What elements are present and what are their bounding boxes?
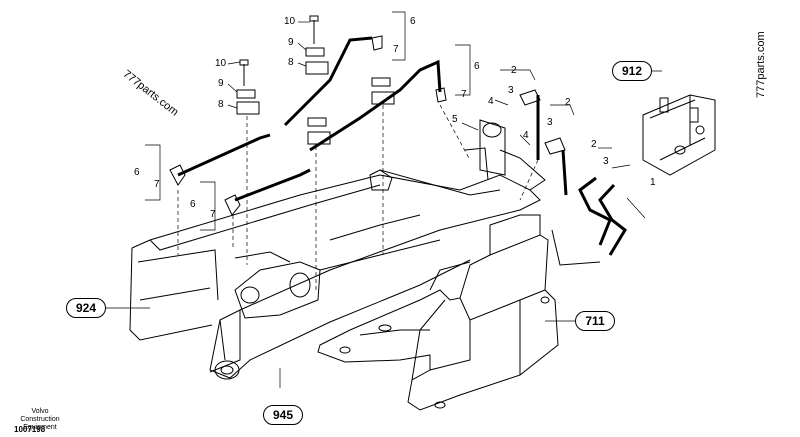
part-label: 7: [210, 209, 216, 220]
clamps-bolts: [169, 15, 566, 216]
part-label: 5: [452, 114, 458, 125]
part-label: 3: [603, 156, 609, 167]
boom-frame: [129, 119, 546, 380]
brand-line2: Equipment: [23, 424, 57, 431]
assembly-dashed-lines: [177, 104, 539, 290]
brand-line1: Volvo Construction: [20, 408, 60, 423]
callout-924[interactable]: 924: [66, 298, 106, 318]
part-label: 6: [190, 199, 196, 210]
control-valve: [642, 94, 716, 176]
part-label: 3: [508, 85, 514, 96]
part-label: 10: [284, 16, 296, 27]
part-label: 6: [134, 167, 140, 178]
leader-lines: [105, 11, 662, 388]
part-label: 8: [218, 99, 224, 110]
part-label: 4: [488, 96, 494, 107]
base-frame: [317, 214, 559, 411]
brand-block: Volvo Construction Equipment: [12, 408, 68, 432]
document-number: 1007198: [14, 425, 46, 434]
part-label: 9: [288, 37, 294, 48]
part-label: 7: [154, 179, 160, 190]
watermark-right: 777parts.com: [755, 31, 767, 98]
part-label: 10: [215, 58, 227, 69]
part-label: 3: [547, 117, 553, 128]
part-label: 2: [511, 65, 517, 76]
part-label: 1: [650, 177, 656, 188]
part-label: 6: [474, 61, 480, 72]
part-label: 7: [461, 89, 467, 100]
callout-711[interactable]: 711: [575, 311, 615, 331]
part-label: 2: [565, 97, 571, 108]
part-label: 7: [393, 44, 399, 55]
part-label: 4: [523, 130, 529, 141]
part-label: 8: [288, 57, 294, 68]
part-label: 2: [591, 139, 597, 150]
callout-945[interactable]: 945: [263, 405, 303, 425]
part-label: 9: [218, 78, 224, 89]
hoses: [177, 36, 627, 266]
part-label: 6: [410, 16, 416, 27]
callout-912[interactable]: 912: [612, 61, 652, 81]
